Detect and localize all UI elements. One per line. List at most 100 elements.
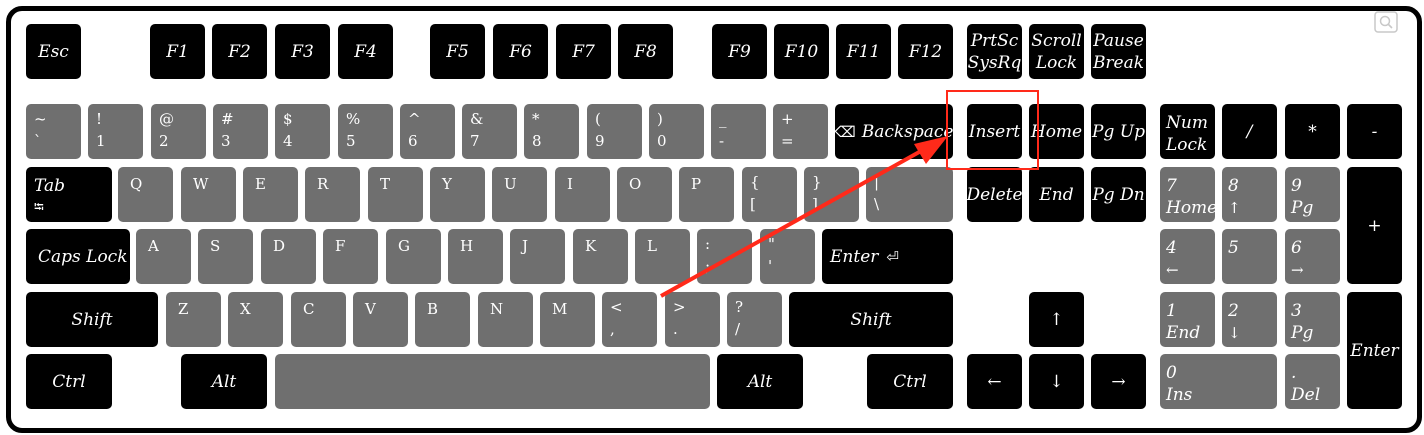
key-prtsc[interactable]: PrtSc SysRq xyxy=(967,24,1022,79)
key-end[interactable]: End xyxy=(1029,167,1084,222)
key-arrow-right[interactable]: → xyxy=(1091,354,1146,409)
key-pgdn[interactable]: Pg Dn xyxy=(1091,167,1146,222)
key-f4[interactable]: F4 xyxy=(338,24,393,79)
key-b[interactable]: B xyxy=(415,292,470,347)
key-num-enter[interactable]: Enter xyxy=(1347,292,1402,409)
key-m[interactable]: M xyxy=(540,292,595,347)
key-num-3[interactable]: 3 Pg Dn xyxy=(1285,292,1340,347)
key-j[interactable]: J xyxy=(510,229,565,284)
key-f11[interactable]: F11 xyxy=(836,24,891,79)
key-2[interactable]: @ 2 xyxy=(151,104,206,159)
key-arrow-left[interactable]: ← xyxy=(967,354,1022,409)
key-pause[interactable]: Pause Break xyxy=(1091,24,1146,79)
key-arrow-down[interactable]: ↓ xyxy=(1029,354,1084,409)
key-o[interactable]: O xyxy=(617,167,672,222)
key-9[interactable]: ( 9 xyxy=(587,104,642,159)
key-f5[interactable]: F5 xyxy=(430,24,485,79)
key-q[interactable]: Q xyxy=(118,167,173,222)
key-k[interactable]: K xyxy=(573,229,628,284)
key-v[interactable]: V xyxy=(353,292,408,347)
key-esc[interactable]: Esc xyxy=(26,24,81,79)
key-slash[interactable]: ? / xyxy=(727,292,782,347)
key-f2[interactable]: F2 xyxy=(212,24,267,79)
key-g[interactable]: G xyxy=(386,229,441,284)
key-num-minus[interactable]: - xyxy=(1347,104,1402,159)
key-num-6[interactable]: 6 → xyxy=(1285,229,1340,284)
key-num-8[interactable]: 8 ↑ xyxy=(1222,167,1277,222)
key-num-plus[interactable]: + xyxy=(1347,167,1402,284)
key-alt-right[interactable]: Alt xyxy=(717,354,803,409)
key-caps-lock[interactable]: Caps Lock xyxy=(26,229,130,284)
key-i[interactable]: I xyxy=(555,167,610,222)
key-left-bracket[interactable]: { [ xyxy=(742,167,797,222)
key-num-2[interactable]: 2 ↓ xyxy=(1222,292,1277,347)
key-arrow-up[interactable]: ↑ xyxy=(1029,292,1084,347)
key-alt-left[interactable]: Alt xyxy=(181,354,267,409)
key-w[interactable]: W xyxy=(181,167,236,222)
zoom-icon[interactable] xyxy=(1373,10,1399,34)
key-f6[interactable]: F6 xyxy=(493,24,548,79)
key-num-1[interactable]: 1 End xyxy=(1160,292,1215,347)
key-num-slash[interactable]: / xyxy=(1222,104,1277,159)
key-space[interactable] xyxy=(275,354,710,409)
key-f9[interactable]: F9 xyxy=(712,24,767,79)
key-right-bracket[interactable]: } ] xyxy=(804,167,859,222)
key-4[interactable]: $ 4 xyxy=(275,104,330,159)
key-enter[interactable]: Enter ⏎ xyxy=(822,229,953,284)
key-shift-right[interactable]: Shift xyxy=(789,292,953,347)
key-n[interactable]: N xyxy=(478,292,533,347)
key-1[interactable]: ! 1 xyxy=(88,104,143,159)
key-y[interactable]: Y xyxy=(430,167,485,222)
key-3[interactable]: # 3 xyxy=(213,104,268,159)
key-5[interactable]: % 5 xyxy=(338,104,393,159)
key-d[interactable]: D xyxy=(261,229,316,284)
key-pgup[interactable]: Pg Up xyxy=(1091,104,1146,159)
key-8[interactable]: * 8 xyxy=(524,104,579,159)
key-z[interactable]: Z xyxy=(166,292,221,347)
key-num-7[interactable]: 7 Home xyxy=(1160,167,1215,222)
key-ctrl-left[interactable]: Ctrl xyxy=(26,354,112,409)
key-f3[interactable]: F3 xyxy=(275,24,330,79)
key-f12[interactable]: F12 xyxy=(898,24,953,79)
key-num-5[interactable]: 5 xyxy=(1222,229,1277,284)
key-semicolon[interactable]: : ; xyxy=(697,229,752,284)
key-backslash[interactable]: | \ xyxy=(866,167,953,222)
key-num-dot[interactable]: . Del xyxy=(1285,354,1340,409)
key-l[interactable]: L xyxy=(635,229,690,284)
key-tab[interactable]: Tab ⭾ xyxy=(26,167,112,222)
key-tilde[interactable]: ~ ` xyxy=(26,104,81,159)
key-0[interactable]: ) 0 xyxy=(649,104,704,159)
key-f10[interactable]: F10 xyxy=(774,24,829,79)
key-f7[interactable]: F7 xyxy=(556,24,611,79)
key-7[interactable]: & 7 xyxy=(462,104,517,159)
key-c[interactable]: C xyxy=(291,292,346,347)
key-scroll-lock[interactable]: Scroll Lock xyxy=(1029,24,1084,79)
key-p[interactable]: P xyxy=(679,167,734,222)
key-equals[interactable]: + = xyxy=(773,104,828,159)
key-t[interactable]: T xyxy=(368,167,423,222)
key-r[interactable]: R xyxy=(305,167,360,222)
key-minus[interactable]: _ - xyxy=(711,104,766,159)
key-backspace[interactable]: ⌫ Backspace xyxy=(835,104,953,159)
key-delete[interactable]: Delete xyxy=(967,167,1022,222)
key-insert[interactable]: Insert xyxy=(967,104,1022,159)
key-h[interactable]: H xyxy=(448,229,503,284)
key-f1[interactable]: F1 xyxy=(150,24,205,79)
key-period[interactable]: > . xyxy=(665,292,720,347)
key-comma[interactable]: < , xyxy=(602,292,657,347)
key-num-4[interactable]: 4 ← xyxy=(1160,229,1215,284)
key-x[interactable]: X xyxy=(228,292,283,347)
key-ctrl-right[interactable]: Ctrl xyxy=(867,354,953,409)
key-num-0[interactable]: 0 Ins xyxy=(1160,354,1277,409)
key-s[interactable]: S xyxy=(198,229,253,284)
key-e[interactable]: E xyxy=(243,167,298,222)
key-a[interactable]: A xyxy=(136,229,191,284)
key-u[interactable]: U xyxy=(492,167,547,222)
key-f[interactable]: F xyxy=(323,229,378,284)
key-shift-left[interactable]: Shift xyxy=(26,292,158,347)
key-num-star[interactable]: * xyxy=(1285,104,1340,159)
key-num-9[interactable]: 9 Pg Up xyxy=(1285,167,1340,222)
key-numlock[interactable]: Num Lock xyxy=(1160,104,1215,159)
key-quote[interactable]: " ' xyxy=(760,229,815,284)
key-6[interactable]: ^ 6 xyxy=(400,104,455,159)
